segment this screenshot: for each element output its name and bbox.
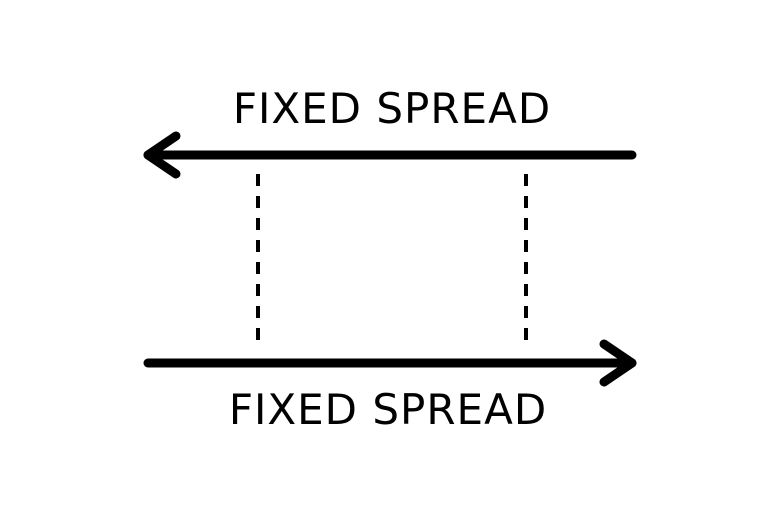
- top-arrow-left: [143, 131, 637, 179]
- bottom-arrow-head: [599, 339, 637, 387]
- top-label: FIXED SPREAD: [232, 84, 552, 133]
- bottom-arrow-right: [143, 339, 637, 387]
- top-arrow-head: [143, 131, 181, 179]
- bottom-label: FIXED SPREAD: [228, 385, 548, 434]
